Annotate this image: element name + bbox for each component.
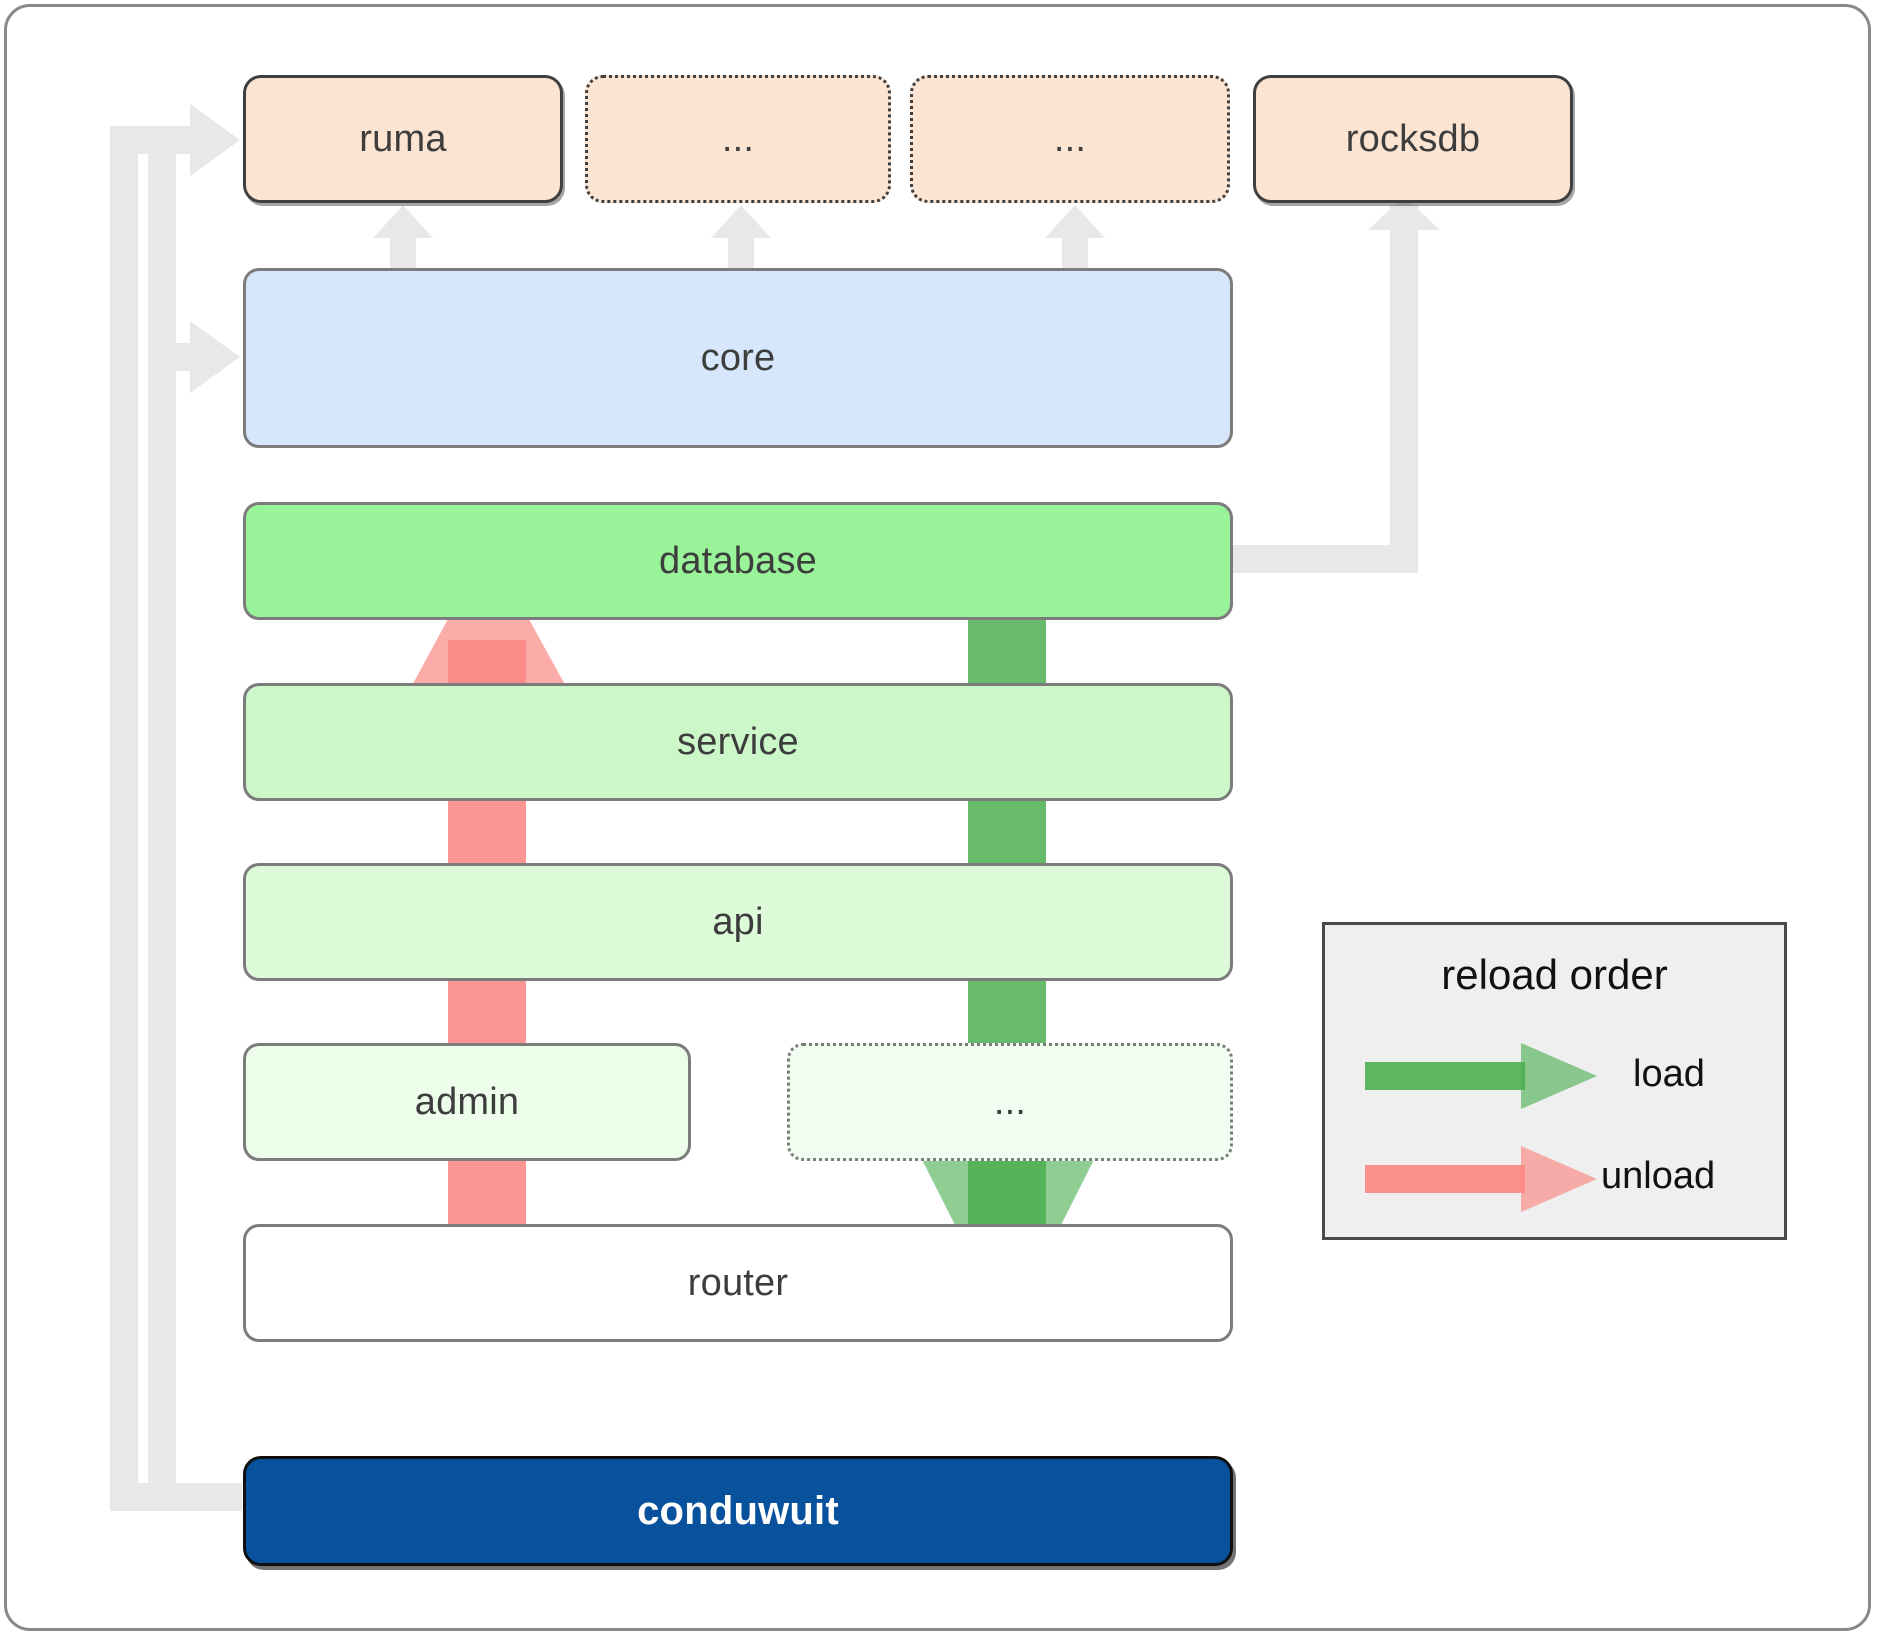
layer-node-service[interactable]: service (243, 683, 1233, 801)
binary-label: conduwuit (637, 1488, 839, 1533)
binary-node-conduwuit[interactable]: conduwuit (243, 1456, 1233, 1566)
layer-label: database (659, 539, 817, 582)
connector-left-to-core (148, 343, 190, 371)
legend-arrows (1365, 1043, 1597, 1212)
connector-left-inner-trunk (148, 154, 176, 1484)
connector-database-to-rocksdb-v (1390, 205, 1418, 573)
layer-label: api (712, 900, 764, 943)
dependency-node-placeholder-2[interactable]: ... (910, 75, 1230, 203)
dependency-label: ... (721, 117, 755, 160)
legend-label-unload: unload (1601, 1155, 1716, 1197)
layer-node-more[interactable]: ... (787, 1043, 1233, 1161)
layer-node-admin[interactable]: admin (243, 1043, 691, 1161)
legend-label-load: load (1633, 1053, 1705, 1095)
layer-node-core[interactable]: core (243, 268, 1233, 448)
dependency-node-placeholder-1[interactable]: ... (585, 75, 891, 203)
connector-left-to-conduwuit (110, 1483, 242, 1511)
layer-label: ... (993, 1080, 1027, 1123)
connector-left-to-ruma (110, 126, 190, 154)
layer-label: admin (414, 1080, 520, 1123)
dependency-label: ... (1053, 117, 1087, 160)
legend-panel: reload order load unload (1322, 922, 1787, 1240)
layer-label: router (687, 1261, 789, 1304)
layer-node-router[interactable]: router (243, 1224, 1233, 1342)
dependency-label: rocksdb (1345, 117, 1481, 160)
layer-node-api[interactable]: api (243, 863, 1233, 981)
dependency-node-rocksdb[interactable]: rocksdb (1253, 75, 1573, 203)
connector-database-to-rocksdb-h (1228, 545, 1418, 573)
layer-node-database[interactable]: database (243, 502, 1233, 620)
legend-load-arrow (1365, 1043, 1597, 1109)
dependency-label: ruma (359, 117, 447, 160)
diagram-frame (4, 4, 1871, 1631)
legend-title: reload order (1441, 951, 1668, 998)
legend-unload-arrow (1365, 1146, 1597, 1212)
connector-left-trunk (110, 126, 138, 1511)
dependency-node-ruma[interactable]: ruma (243, 75, 563, 203)
layer-label: core (700, 336, 776, 379)
layer-label: service (677, 720, 799, 763)
